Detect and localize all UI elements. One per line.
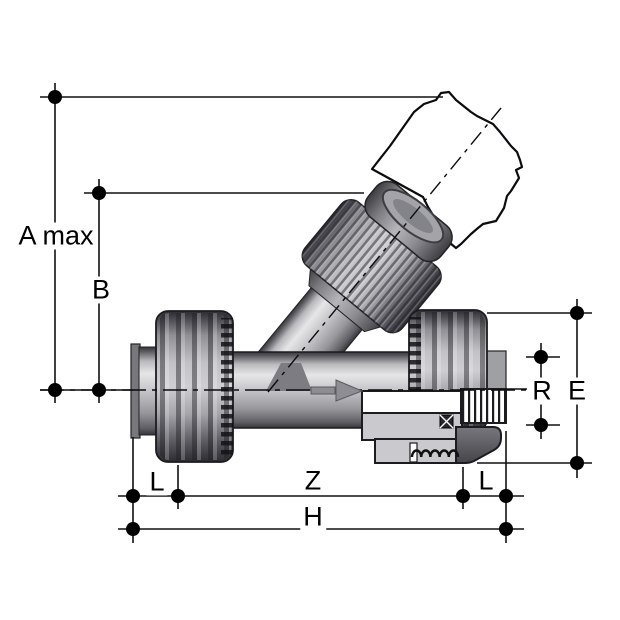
union-nut-left-teeth <box>221 318 233 455</box>
spring-section <box>410 449 460 458</box>
dim-label-z: Z <box>301 467 325 495</box>
thread-section-lines <box>462 390 505 422</box>
branch-root-shadow <box>266 363 312 391</box>
section-bore <box>361 390 463 415</box>
dim-label-l-right: L <box>475 467 497 495</box>
dim-label-r: R <box>529 377 555 405</box>
dimension-dots <box>48 90 584 536</box>
phantom-cap-outline <box>370 90 524 250</box>
section-cutaway <box>361 388 507 464</box>
dim-label-a-max: A max <box>15 222 97 250</box>
dim-label-e: E <box>564 377 590 405</box>
seal-section-hatch <box>439 414 454 429</box>
flow-direction-arrow-icon <box>310 379 364 402</box>
centerline-branch <box>267 107 502 393</box>
union-nut-right-section <box>455 426 502 464</box>
dim-label-b: B <box>88 276 114 304</box>
dim-label-h: H <box>300 503 326 531</box>
dim-label-l-left: L <box>146 468 168 496</box>
union-nut-left <box>155 310 234 463</box>
